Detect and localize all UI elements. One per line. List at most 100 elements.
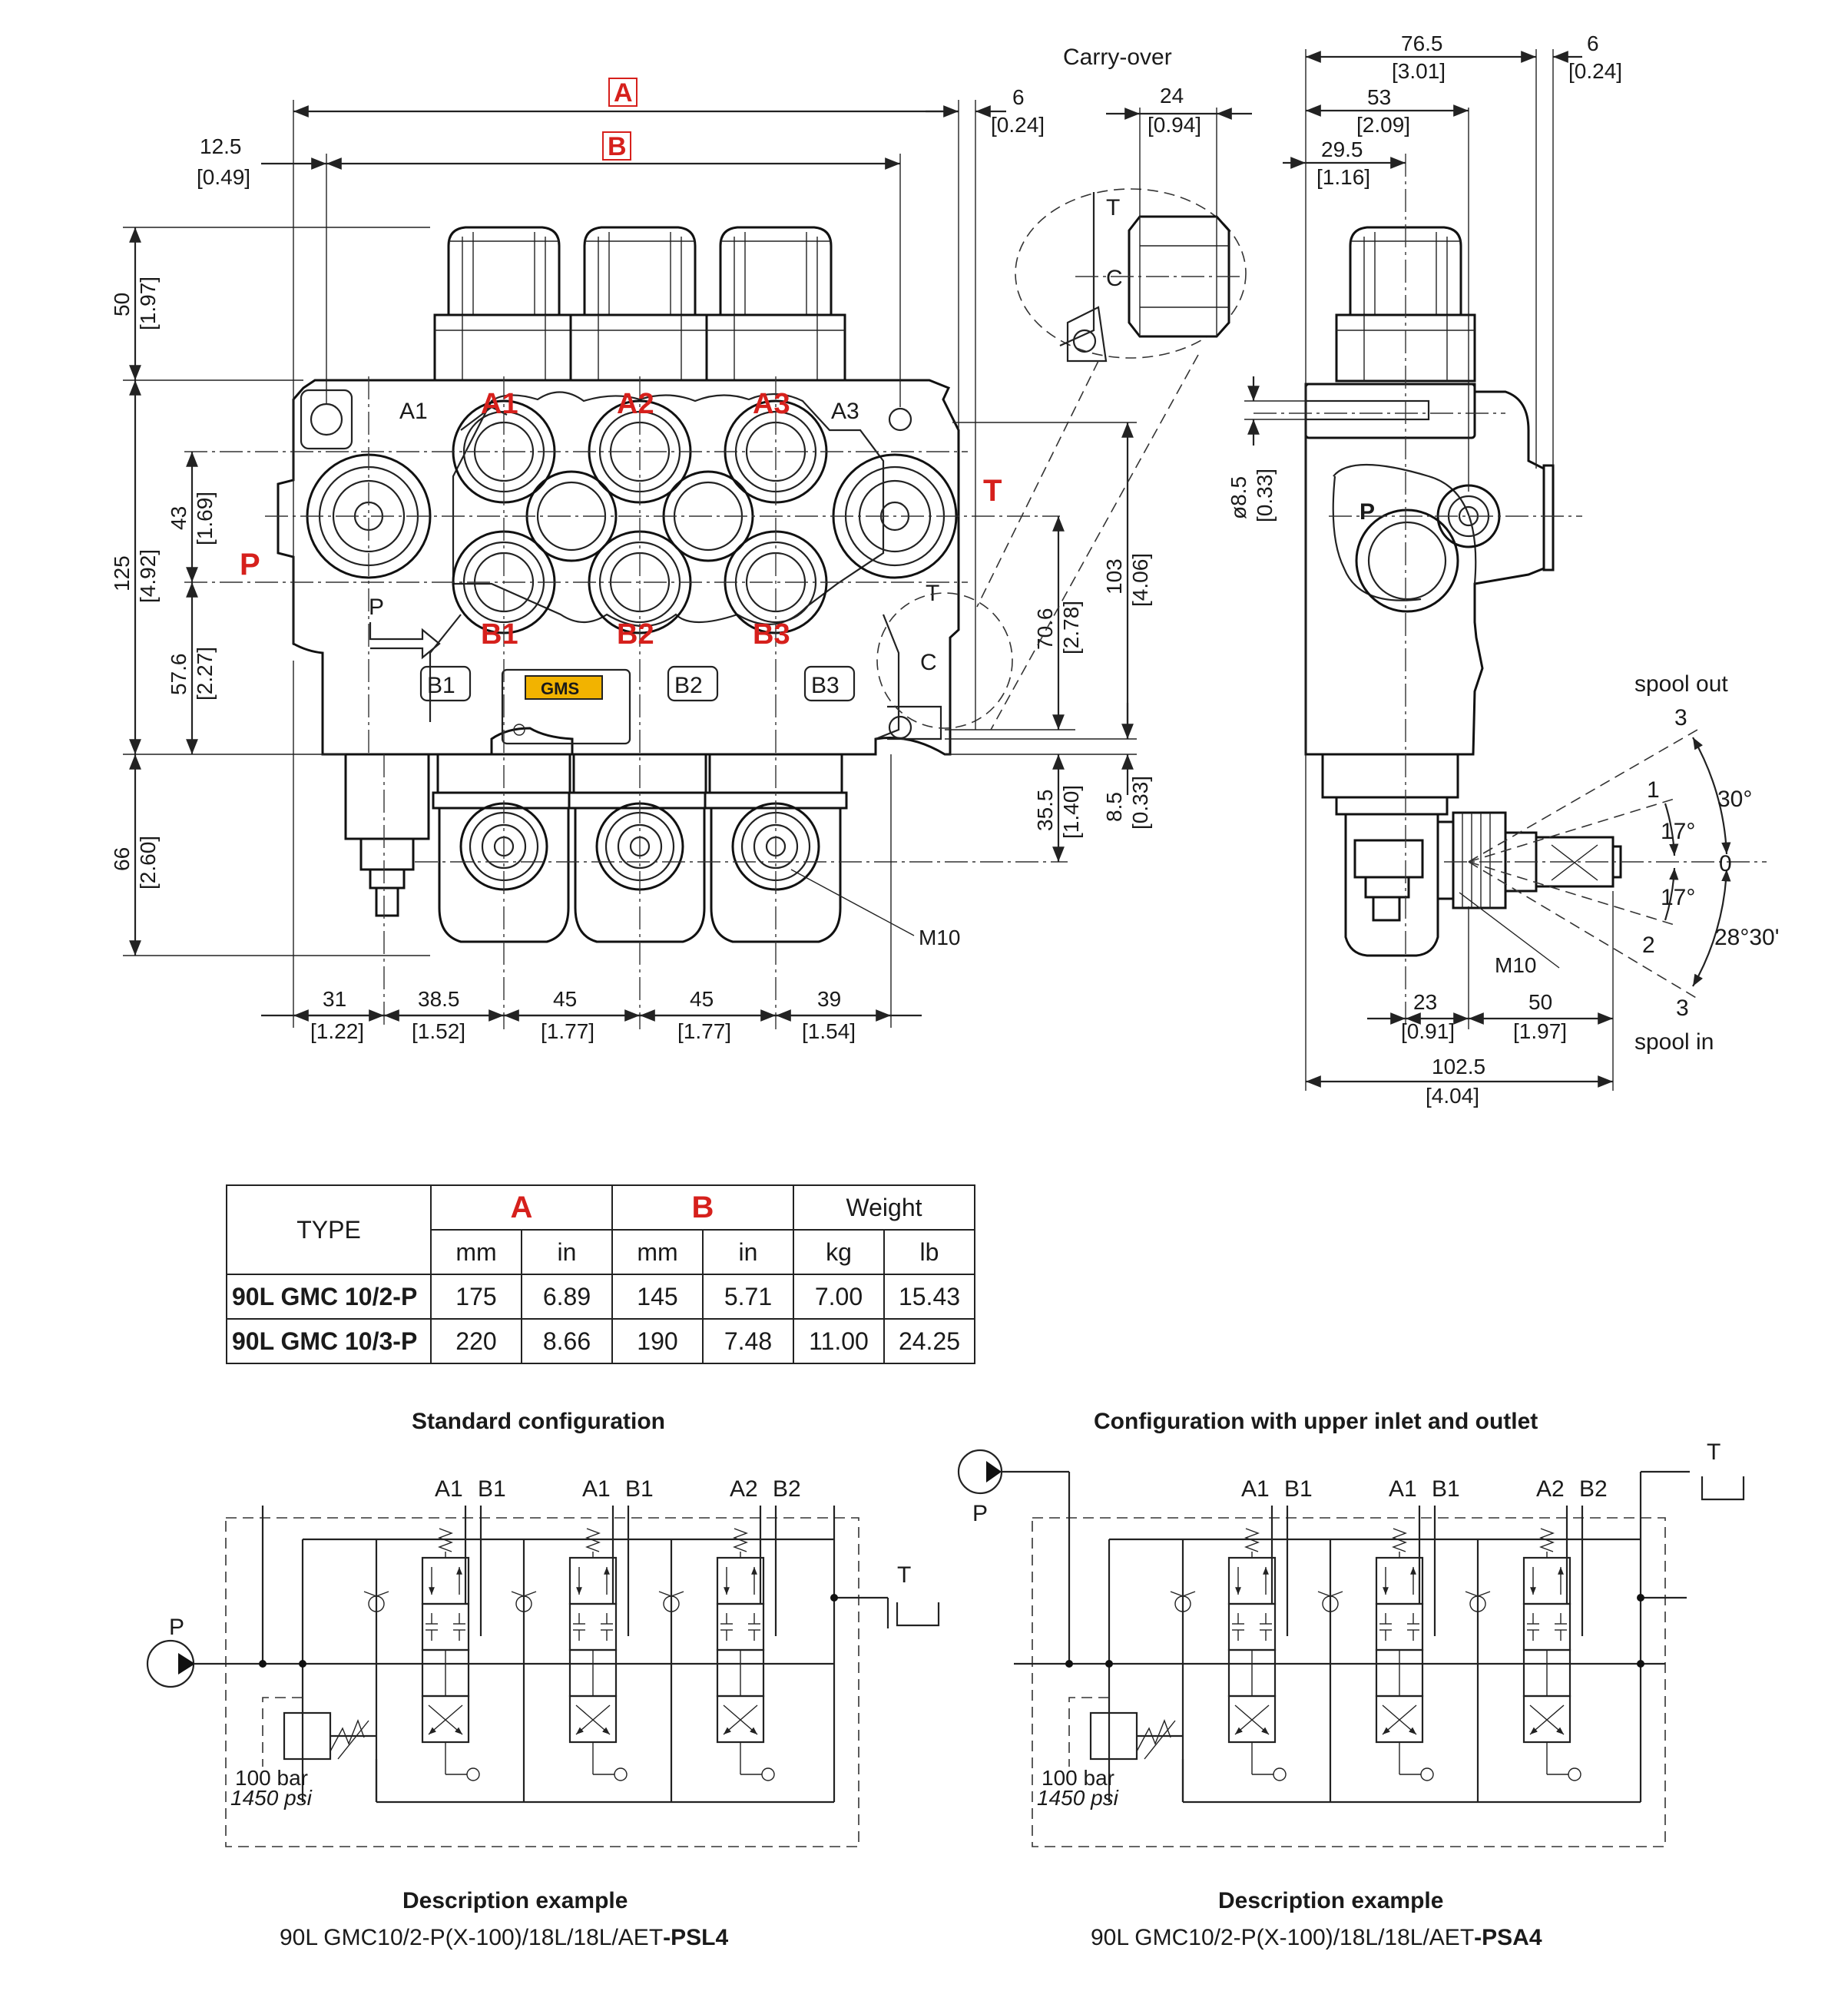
angle-17-bottom: 17°: [1661, 885, 1695, 910]
row-a-mm: 175: [430, 1274, 522, 1320]
schematic-upper-relief-bar: 100 bar: [1042, 1766, 1114, 1790]
row-kg: 11.00: [793, 1318, 885, 1364]
label-a3: A3: [753, 388, 790, 420]
dim-12-5-in: [0.49]: [197, 165, 250, 189]
row-a-in: 8.66: [521, 1318, 613, 1364]
gms-nameplate: GMS: [501, 668, 631, 745]
schematic-upper-title: Configuration with upper inlet and outle…: [1094, 1409, 1538, 1434]
table-unit-row: mm in mm in kg lb: [227, 1229, 975, 1275]
angle-30: 30°: [1717, 787, 1752, 812]
dim-53-in: [2.09]: [1356, 113, 1410, 137]
dim-39: 39: [817, 987, 841, 1011]
carry-cast-c: C: [1106, 266, 1123, 291]
dim-103: 103: [1102, 558, 1126, 595]
angle-17-top: 17°: [1661, 819, 1695, 844]
schematic-upper-desc-title: Description example: [1218, 1888, 1443, 1913]
header-a: A: [430, 1184, 613, 1231]
dim-66-in: [2.60]: [136, 836, 160, 889]
pos-3-bottom: 3: [1676, 996, 1689, 1021]
header-b: B: [611, 1184, 794, 1231]
row-kg: 7.00: [793, 1274, 885, 1320]
row-lb: 24.25: [883, 1318, 975, 1364]
dim-102-5-in: [4.04]: [1426, 1084, 1479, 1108]
schematic-standard-spool-1: [364, 1529, 479, 1781]
schematic-upper-port-6: B2: [1579, 1476, 1608, 1502]
front-view: A1 A3 B1 B2 B3 P T C GMS: [110, 78, 1152, 1043]
schematic-standard-relief-bar: 100 bar: [235, 1766, 308, 1790]
label-a2: A2: [617, 388, 654, 420]
cast-b1: B1: [427, 673, 455, 698]
label-p: P: [240, 548, 260, 581]
dim-a-label: A: [614, 78, 633, 108]
spool-out-label: spool out: [1634, 671, 1728, 697]
dim-53: 53: [1367, 85, 1391, 109]
schematic-standard-port-1: A1: [435, 1476, 463, 1502]
dim-23-in: [0.91]: [1401, 1019, 1455, 1043]
dim-103-in: [4.06]: [1128, 553, 1152, 607]
row-a-in: 6.89: [521, 1274, 613, 1320]
schematic-standard-port-5: A2: [730, 1476, 758, 1502]
dim-50-in: [1.97]: [136, 277, 160, 330]
dim-45-b: 45: [690, 987, 714, 1011]
dim-6-top: 6: [1012, 85, 1025, 109]
carry-over-title: Carry-over: [1063, 45, 1172, 70]
dim-50-side-in: [1.97]: [1513, 1019, 1567, 1043]
schematic-upper-t: T: [1707, 1439, 1720, 1465]
pos-1: 1: [1647, 777, 1660, 803]
unit-b-mm: mm: [611, 1229, 704, 1275]
schematic-upper: Configuration with upper inlet and outle…: [957, 1409, 1745, 1950]
side-body: [1304, 383, 1545, 756]
dim-43: 43: [167, 506, 190, 530]
dim-38-5: 38.5: [418, 987, 460, 1011]
row-b-mm: 145: [611, 1274, 704, 1320]
dim-125-in: [4.92]: [136, 549, 160, 603]
schematic-standard-relief-psi: 1450 psi: [230, 1786, 313, 1810]
side-label-p: P: [1360, 499, 1375, 525]
dim-diameter-8-5: ø8.5: [1227, 476, 1250, 519]
pos-0: 0: [1719, 851, 1732, 876]
label-b1: B1: [481, 618, 518, 651]
dim-6-top-in: [0.24]: [991, 113, 1045, 137]
schematic-upper-relief-psi: 1450 psi: [1037, 1786, 1119, 1810]
m10-front: M10: [919, 926, 960, 949]
dim-b-label: B: [608, 132, 627, 161]
carry-cast-t: T: [1106, 195, 1120, 220]
dim-8-5-in: [0.33]: [1128, 776, 1152, 830]
schematic-upper-port-2: B1: [1284, 1476, 1313, 1502]
schematic-upper-port-3: A1: [1389, 1476, 1417, 1502]
table-header-row: TYPE A B Weight: [226, 1184, 975, 1275]
dim-57-6: 57.6: [167, 654, 190, 696]
dim-57-6-in: [2.27]: [193, 647, 217, 701]
schematic-standard-p: P: [169, 1615, 184, 1640]
pos-3-top: 3: [1674, 705, 1687, 730]
logo-text: GMS: [541, 679, 579, 698]
cast-t: T: [926, 581, 939, 606]
cast-b2: B2: [674, 673, 703, 698]
carry-over-detail: Carry-over T C 24 [0.94]: [976, 45, 1252, 730]
spec-table: TYPE A B Weight mm in mm in kg lb 90L GM…: [226, 1184, 975, 1364]
schematic-upper-desc-code-main: 90L GMC10/2-P(X-100)/18L/18L/AET: [1091, 1925, 1474, 1950]
table-row: 90L GMC 10/3-P 220 8.66 190 7.48 11.00 2…: [226, 1318, 975, 1364]
schematic-upper-spool-1: [1171, 1529, 1286, 1781]
relief-valve: [344, 753, 430, 917]
valve-body: [277, 379, 960, 756]
header-type: TYPE: [226, 1184, 432, 1275]
label-t: T: [983, 474, 1002, 508]
dim-29-5-in: [1.16]: [1316, 165, 1370, 189]
cast-p: P: [369, 595, 384, 620]
row-b-in: 5.71: [702, 1274, 794, 1320]
unit-b-in: in: [702, 1229, 794, 1275]
schematic-standard-t: T: [897, 1562, 911, 1588]
row-type: 90L GMC 10/3-P: [226, 1318, 432, 1364]
schematic-upper-desc-code: 90L GMC10/2-P(X-100)/18L/18L/AET-PSA4: [1091, 1925, 1542, 1950]
dim-35-5: 35.5: [1033, 790, 1057, 832]
label-b2: B2: [617, 618, 654, 651]
dim-6-side-in: [0.24]: [1568, 59, 1622, 83]
label-b3: B3: [753, 618, 790, 651]
schematic-standard-desc-code: 90L GMC10/2-P(X-100)/18L/18L/AET-PSL4: [280, 1925, 728, 1950]
dim-31: 31: [323, 987, 346, 1011]
dim-8-5: 8.5: [1102, 792, 1126, 822]
dim-29-5: 29.5: [1321, 137, 1363, 161]
dim-6-side: 6: [1587, 31, 1599, 55]
schematic-standard-spool-2: [512, 1529, 627, 1781]
